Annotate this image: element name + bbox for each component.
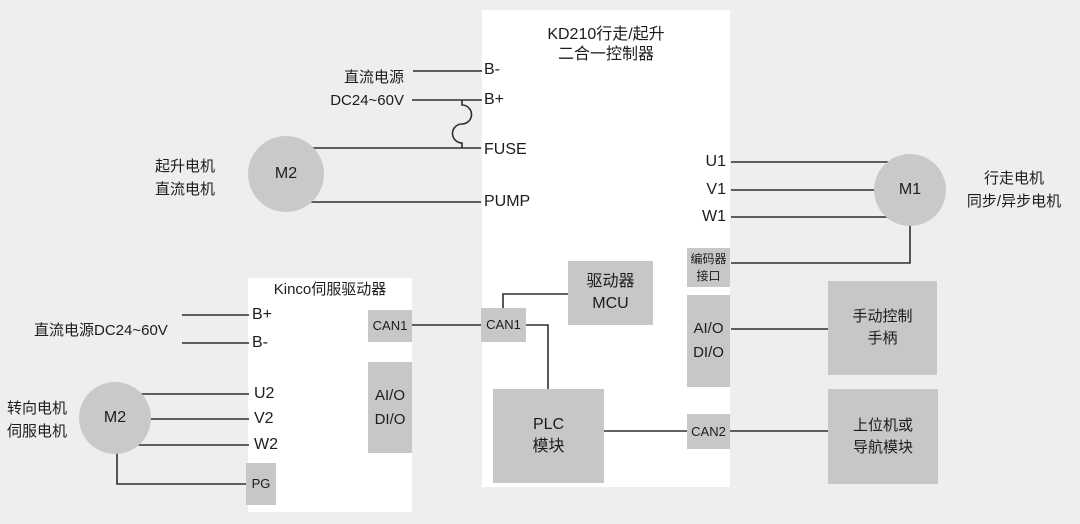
steer-motor-line1: 转向电机 bbox=[6, 400, 67, 417]
terminal-b-plus-kd210: B+ bbox=[484, 91, 505, 108]
host-navigation-box: 上位机或 导航模块 bbox=[828, 389, 938, 484]
fuse-symbol bbox=[451, 100, 473, 148]
terminal-fuse: FUSE bbox=[484, 141, 527, 158]
kd210-title: KD210行走/起升 二合一控制器 bbox=[490, 25, 722, 65]
mcu-label-line1: 驱动器 bbox=[586, 273, 635, 291]
motor-m2-steer: M2 bbox=[79, 382, 151, 454]
travel-motor-line1: 行走电机 bbox=[983, 170, 1044, 187]
lift-motor-label: 起升电机 直流电机 bbox=[135, 155, 235, 201]
terminal-u1: U1 bbox=[705, 153, 726, 170]
terminal-b-minus-kinco: B- bbox=[252, 334, 268, 351]
can1-kinco-label: CAN1 bbox=[372, 318, 408, 334]
wire-can1-mcu bbox=[502, 293, 570, 308]
can2-port: CAN2 bbox=[687, 414, 730, 449]
lift-motor-line2: 直流电机 bbox=[154, 181, 215, 198]
kd210-title-line1: KD210行走/起升 bbox=[547, 26, 665, 43]
travel-motor-line2: 同步/异步电机 bbox=[966, 193, 1062, 210]
io-port-kd210: AI/O DI/O bbox=[687, 295, 730, 387]
kd210-title-line2: 二合一控制器 bbox=[557, 46, 654, 63]
encoder-port: 编码器 接口 bbox=[687, 248, 730, 287]
steer-motor-label: 转向电机 伺服电机 bbox=[0, 397, 74, 443]
io-kinco-label-line2: DI/O bbox=[374, 410, 406, 428]
terminal-w1: W1 bbox=[702, 208, 726, 225]
dc-power-top-label: 直流电源 DC24~60V bbox=[318, 66, 404, 112]
plc-module: PLC 模块 bbox=[493, 389, 604, 483]
motor-m2-steer-label: M2 bbox=[103, 409, 127, 426]
driver-mcu-module: 驱动器 MCU bbox=[568, 261, 653, 325]
terminal-u2: U2 bbox=[254, 385, 275, 402]
manual-handle-box: 手动控制 手柄 bbox=[828, 281, 937, 375]
terminal-b-minus-kd210: B- bbox=[484, 61, 500, 78]
wire-m2bot-pg bbox=[116, 440, 249, 485]
encoder-label-line1: 编码器 bbox=[690, 251, 727, 266]
dc-power-bottom-label: 直流电源DC24~60V bbox=[34, 322, 168, 339]
steer-motor-line2: 伺服电机 bbox=[6, 423, 67, 440]
terminal-pump: PUMP bbox=[484, 193, 531, 210]
pg-label: PG bbox=[251, 476, 271, 492]
motor-m2-lift: M2 bbox=[248, 136, 324, 212]
can2-label: CAN2 bbox=[691, 423, 726, 439]
motor-m1-travel: M1 bbox=[874, 154, 946, 226]
wire-can1-plc bbox=[526, 324, 549, 390]
dc-power-top-line2: DC24~60V bbox=[330, 92, 404, 109]
travel-motor-label: 行走电机 同步/异步电机 bbox=[944, 167, 1080, 213]
kinco-title: Kinco伺服驱动器 bbox=[273, 281, 387, 298]
mcu-label-line2: MCU bbox=[592, 295, 629, 312]
motor-m1-label: M1 bbox=[898, 181, 922, 198]
can1-port-kinco: CAN1 bbox=[368, 310, 412, 342]
terminal-v2: V2 bbox=[254, 410, 274, 427]
lift-motor-line1: 起升电机 bbox=[154, 158, 215, 175]
manual-handle-line1: 手动控制 bbox=[852, 308, 913, 326]
plc-label-line2: 模块 bbox=[532, 438, 565, 455]
terminal-w2: W2 bbox=[254, 436, 278, 453]
io-kd210-label-line2: DI/O bbox=[693, 344, 724, 361]
host-navigation-line1: 上位机或 bbox=[852, 416, 913, 434]
terminal-b-plus-kinco: B+ bbox=[252, 306, 273, 323]
pg-port: PG bbox=[246, 463, 276, 505]
manual-handle-line2: 手柄 bbox=[867, 330, 898, 347]
dc-power-top-line1: 直流电源 bbox=[343, 69, 404, 86]
io-port-kinco: AI/O DI/O bbox=[368, 362, 412, 453]
io-kd210-label-line1: AI/O bbox=[693, 320, 724, 337]
io-kinco-label-line1: AI/O bbox=[374, 386, 405, 404]
can1-kd210-label: CAN1 bbox=[486, 317, 521, 333]
host-navigation-line2: 导航模块 bbox=[852, 438, 913, 456]
plc-label-line1: PLC bbox=[532, 416, 565, 434]
can1-port-kd210: CAN1 bbox=[481, 308, 526, 342]
encoder-label-line2: 接口 bbox=[696, 268, 721, 283]
terminal-v1: V1 bbox=[706, 181, 726, 198]
motor-m2-lift-label: M2 bbox=[274, 165, 298, 182]
